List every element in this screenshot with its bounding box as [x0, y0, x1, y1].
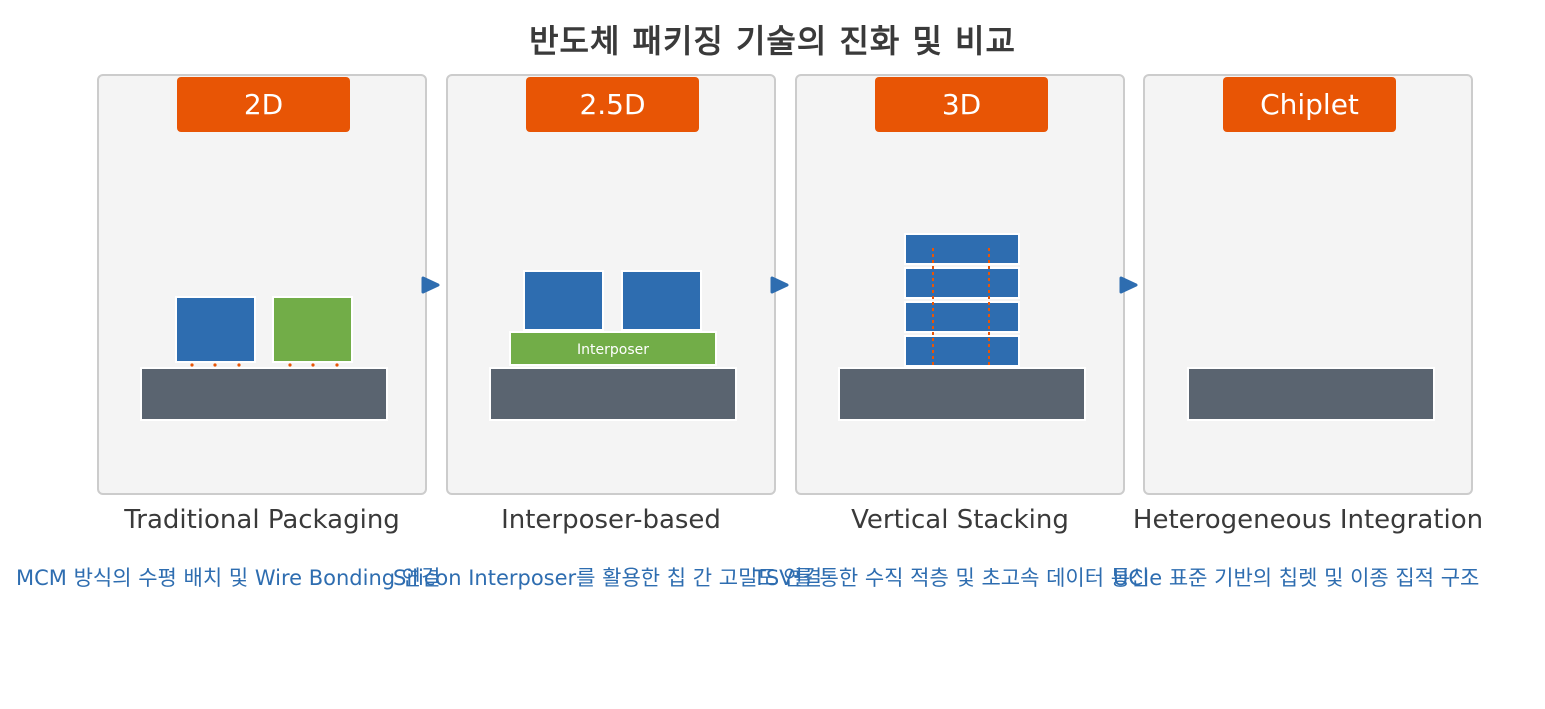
stacked-die-2 — [904, 267, 1020, 299]
substrate — [1187, 367, 1435, 421]
stage-badge-2-5d: 2.5D — [526, 77, 699, 132]
subtitle-3d: Vertical Stacking — [851, 505, 1069, 535]
diagram-title: 반도체 패키징 기술의 진화 및 비교 — [529, 22, 1016, 60]
stacked-die-4 — [904, 335, 1020, 367]
description-2-5d: Silicon Interposer를 활용한 칩 간 고밀도 연결 — [393, 566, 823, 590]
panel-2d: 2D — [97, 74, 427, 495]
subtitle-chiplet: Heterogeneous Integration — [1132, 505, 1484, 535]
illustration-2-5d: Interposer — [489, 270, 737, 421]
stage-badge-3d: 3D — [875, 77, 1048, 132]
chip-left — [523, 270, 604, 331]
subtitle-2d: Traditional Packaging — [124, 505, 400, 535]
wire-bond-dots — [190, 363, 339, 367]
substrate — [838, 367, 1086, 421]
stacked-die-3 — [904, 301, 1020, 333]
substrate — [489, 367, 737, 421]
interposer-label: Interposer — [577, 342, 649, 358]
arrow-right-icon — [1119, 276, 1138, 294]
stage-badge-chiplet: Chiplet — [1223, 77, 1396, 132]
chip-green — [272, 296, 353, 363]
panel-3d: 3D — [795, 74, 1125, 495]
description-2d: MCM 방식의 수평 배치 및 Wire Bonding 연결 — [16, 566, 441, 590]
arrow-right-icon — [770, 276, 789, 294]
panel-2-5d: 2.5D Interposer — [446, 74, 776, 495]
illustration-2d — [140, 296, 388, 421]
description-3d: TSV를 통한 수직 적층 및 초고속 데이터 통신 — [753, 566, 1150, 590]
chip-blue — [175, 296, 256, 363]
description-chiplet: UCIe 표준 기반의 칩렛 및 이종 집적 구조 — [1113, 566, 1480, 590]
stage-badge-2d: 2D — [177, 77, 350, 132]
subtitle-2-5d: Interposer-based — [501, 505, 721, 535]
interposer-layer — [509, 331, 717, 366]
panel-chiplet: Chiplet — [1143, 74, 1473, 495]
chip-right — [621, 270, 702, 331]
arrow-right-icon — [421, 276, 440, 294]
substrate — [140, 367, 388, 421]
stacked-die-1 — [904, 233, 1020, 265]
illustration-3d — [838, 233, 1086, 421]
illustration-chiplet — [1187, 367, 1435, 421]
